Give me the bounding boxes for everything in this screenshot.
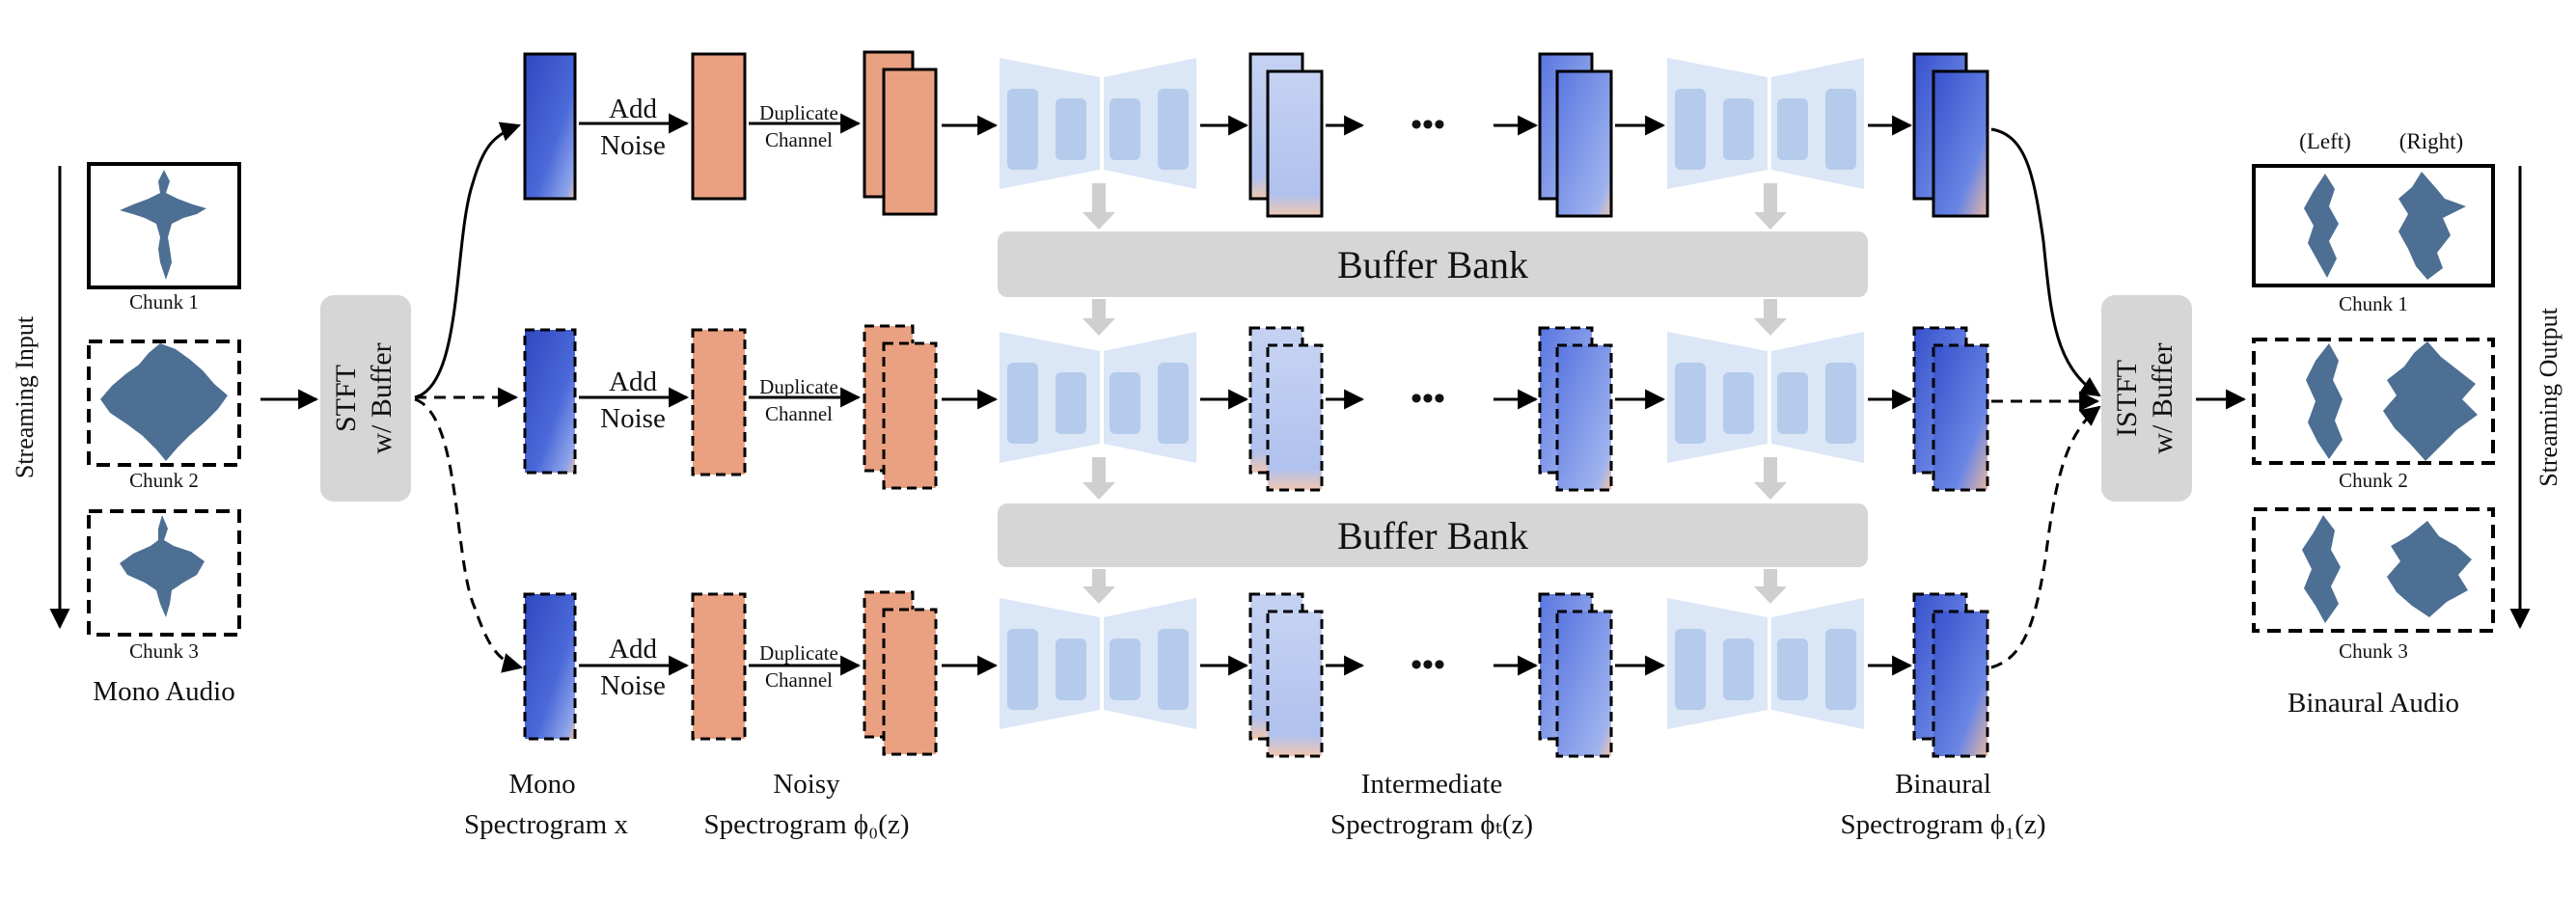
ellipsis: •••	[1411, 647, 1445, 683]
waveform	[2383, 341, 2478, 461]
binaural-spectrogram-front	[1932, 343, 1989, 492]
streaming-input-label: Streaming Input	[11, 315, 39, 478]
noisy-spectrogram-caption-line2: Spectrogram ϕ₀(z)	[704, 809, 910, 840]
stft-label-line2: w/ Buffer	[366, 342, 397, 453]
waveform	[2302, 515, 2341, 623]
duplicate-label-line1: Duplicate	[759, 641, 838, 665]
denoiser-unet-2	[1667, 58, 1864, 189]
noisy-spectrogram	[691, 52, 747, 201]
noisy-spectrogram	[691, 592, 747, 741]
ellipsis: •••	[1411, 381, 1445, 417]
add-noise-label-line1: Add	[609, 94, 657, 124]
right-channel-label: (Right)	[2399, 129, 2463, 153]
add-noise-label-line1: Add	[609, 367, 657, 397]
row-3: •••	[523, 590, 1989, 758]
duplicate-label-line1: Duplicate	[759, 375, 838, 398]
input-chunk-2	[87, 340, 241, 467]
row-1: •••	[523, 50, 1989, 218]
mono-spectrogram-caption-line1: Mono	[508, 769, 575, 800]
input-chunk-2-label: Chunk 2	[129, 469, 199, 492]
buffer-bank-2-label: Buffer Bank	[1337, 514, 1528, 557]
waveform	[2304, 174, 2339, 278]
input-chunk-3-label: Chunk 3	[129, 639, 199, 663]
noisy-spectrogram-front	[882, 608, 938, 756]
input-chunk-1	[87, 162, 241, 289]
add-noise-label-line2: Noise	[600, 670, 666, 701]
duplicate-label-line2: Channel	[765, 128, 833, 151]
output-chunk-3	[2252, 507, 2495, 633]
waveform	[100, 343, 228, 461]
denoiser-unet-2	[1667, 598, 1864, 729]
waveform	[2306, 343, 2343, 459]
mono-audio-caption: Mono Audio	[93, 676, 234, 707]
noisy-spectrogram-front	[882, 68, 938, 216]
denoiser-unet-1	[1000, 58, 1196, 189]
istft-label-line1: ISTFT	[2111, 360, 2143, 437]
merge-bottom	[1990, 405, 2101, 669]
intermediate-spectrogram-front	[1555, 610, 1613, 758]
branch-bottom	[414, 397, 524, 673]
stft-block	[320, 295, 411, 502]
buffer-bank-1-label: Buffer Bank	[1337, 243, 1528, 286]
intermediate-spectrogram-front	[1555, 69, 1613, 218]
binaural-spectrogram-front	[1932, 610, 1989, 758]
output-chunk-3-label: Chunk 3	[2339, 639, 2408, 663]
buffer-bank-2	[998, 503, 1868, 567]
duplicate-label-line1: Duplicate	[759, 101, 838, 124]
noisy-spectrogram-front	[882, 341, 938, 490]
output-chunk-2	[2252, 338, 2495, 465]
intermediate-spectrogram-front	[1266, 343, 1324, 492]
noisy-spectrogram	[691, 328, 747, 476]
binaural-spectrogram-caption-line2: Spectrogram ϕ₁(z)	[1841, 809, 2046, 840]
op-labels: Add Noise Duplicate Channel Add Noise Du…	[600, 94, 838, 701]
duplicate-label-line2: Channel	[765, 402, 833, 425]
left-channel-label: (Left)	[2299, 129, 2351, 153]
intermediate-spectrogram-caption-line1: Intermediate	[1361, 769, 1503, 800]
mono-spectrogram	[523, 592, 577, 741]
denoiser-unet-1	[1000, 598, 1196, 729]
denoiser-unet-2	[1667, 332, 1864, 463]
output-chunk-1-label: Chunk 1	[2339, 292, 2408, 315]
istft-block	[2101, 295, 2192, 502]
ellipsis: •••	[1411, 107, 1445, 143]
denoiser-unet-1	[1000, 332, 1196, 463]
intermediate-spectrogram-front	[1266, 69, 1324, 218]
waveform	[120, 170, 206, 280]
waveform	[2387, 521, 2472, 617]
add-noise-label-line1: Add	[609, 634, 657, 665]
output-chunk-2-label: Chunk 2	[2339, 469, 2408, 492]
binaural-audio-caption: Binaural Audio	[2288, 688, 2459, 719]
add-noise-label-line2: Noise	[600, 403, 666, 434]
istft-label-line2: w/ Buffer	[2147, 342, 2179, 453]
binaural-spectrogram-caption-line1: Binaural	[1895, 769, 1991, 800]
branch-top	[414, 122, 521, 399]
row-2: •••	[523, 324, 1989, 492]
mono-spectrogram	[523, 52, 577, 201]
stft-label-line1: STFT	[330, 365, 362, 432]
add-noise-label-line2: Noise	[600, 130, 666, 161]
noisy-spectrogram-caption-line1: Noisy	[773, 769, 840, 800]
output-chunk-1	[2252, 164, 2495, 287]
binaural-spectrogram-front	[1932, 69, 1989, 218]
mono-spectrogram-caption-line2: Spectrogram x	[464, 809, 628, 840]
input-chunk-3	[87, 509, 241, 637]
intermediate-spectrogram-caption-line2: Spectrogram ϕₜ(z)	[1330, 809, 1533, 840]
buffer-bank-1	[998, 231, 1868, 297]
waveform	[120, 515, 205, 617]
streaming-output-label: Streaming Output	[2535, 307, 2562, 486]
input-chunk-1-label: Chunk 1	[129, 290, 199, 313]
intermediate-spectrogram-front	[1266, 610, 1324, 758]
intermediate-spectrogram-front	[1555, 343, 1613, 492]
merge-top	[1990, 127, 2101, 397]
buffer-connectors	[1082, 183, 1787, 604]
bottom-captions: Mono Spectrogram x Noisy Spectrogram ϕ₀(…	[464, 769, 2045, 840]
waveform	[2398, 172, 2466, 280]
mono-spectrogram	[523, 328, 577, 475]
duplicate-label-line2: Channel	[765, 668, 833, 692]
